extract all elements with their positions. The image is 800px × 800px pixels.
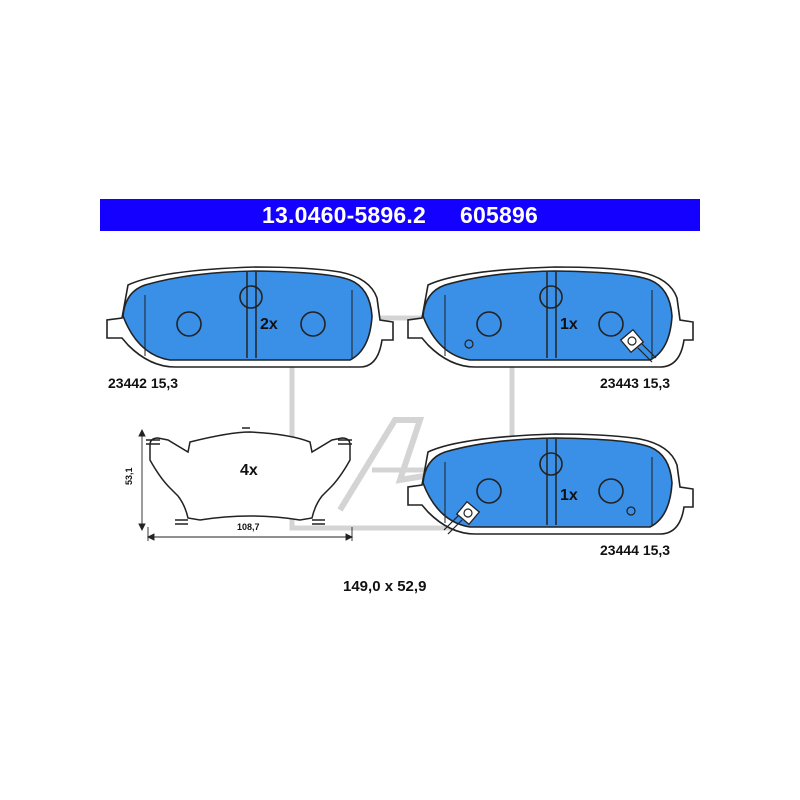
pad-top-left-label: 23442 15,3 [108, 375, 179, 391]
pad-bottom-right-label: 23444 15,3 [600, 542, 671, 558]
shim-height-dimension: 53,1 [124, 467, 134, 485]
pad-bottom-right-quantity: 1x [560, 487, 578, 504]
header-bar: 13.0460-5896.2 605896 [100, 199, 700, 231]
brake-pad-bottom-right [407, 433, 694, 535]
part-number: 13.0460-5896.2 [262, 201, 426, 228]
pad-top-right-quantity: 1x [560, 316, 578, 333]
shim-quantity: 4x [240, 462, 258, 479]
pad-top-right-label: 23443 15,3 [600, 375, 671, 391]
catalog-code: 605896 [460, 201, 538, 228]
dimension-lines [138, 428, 354, 541]
anti-squeal-shim [146, 427, 352, 525]
overall-dimension: 149,0 x 52,9 [343, 578, 427, 595]
shim-width-dimension: 108,7 [237, 522, 260, 532]
brake-pad-top-left [106, 266, 394, 368]
brake-pad-top-right [407, 266, 694, 368]
pad-top-left-quantity: 2x [260, 316, 278, 333]
